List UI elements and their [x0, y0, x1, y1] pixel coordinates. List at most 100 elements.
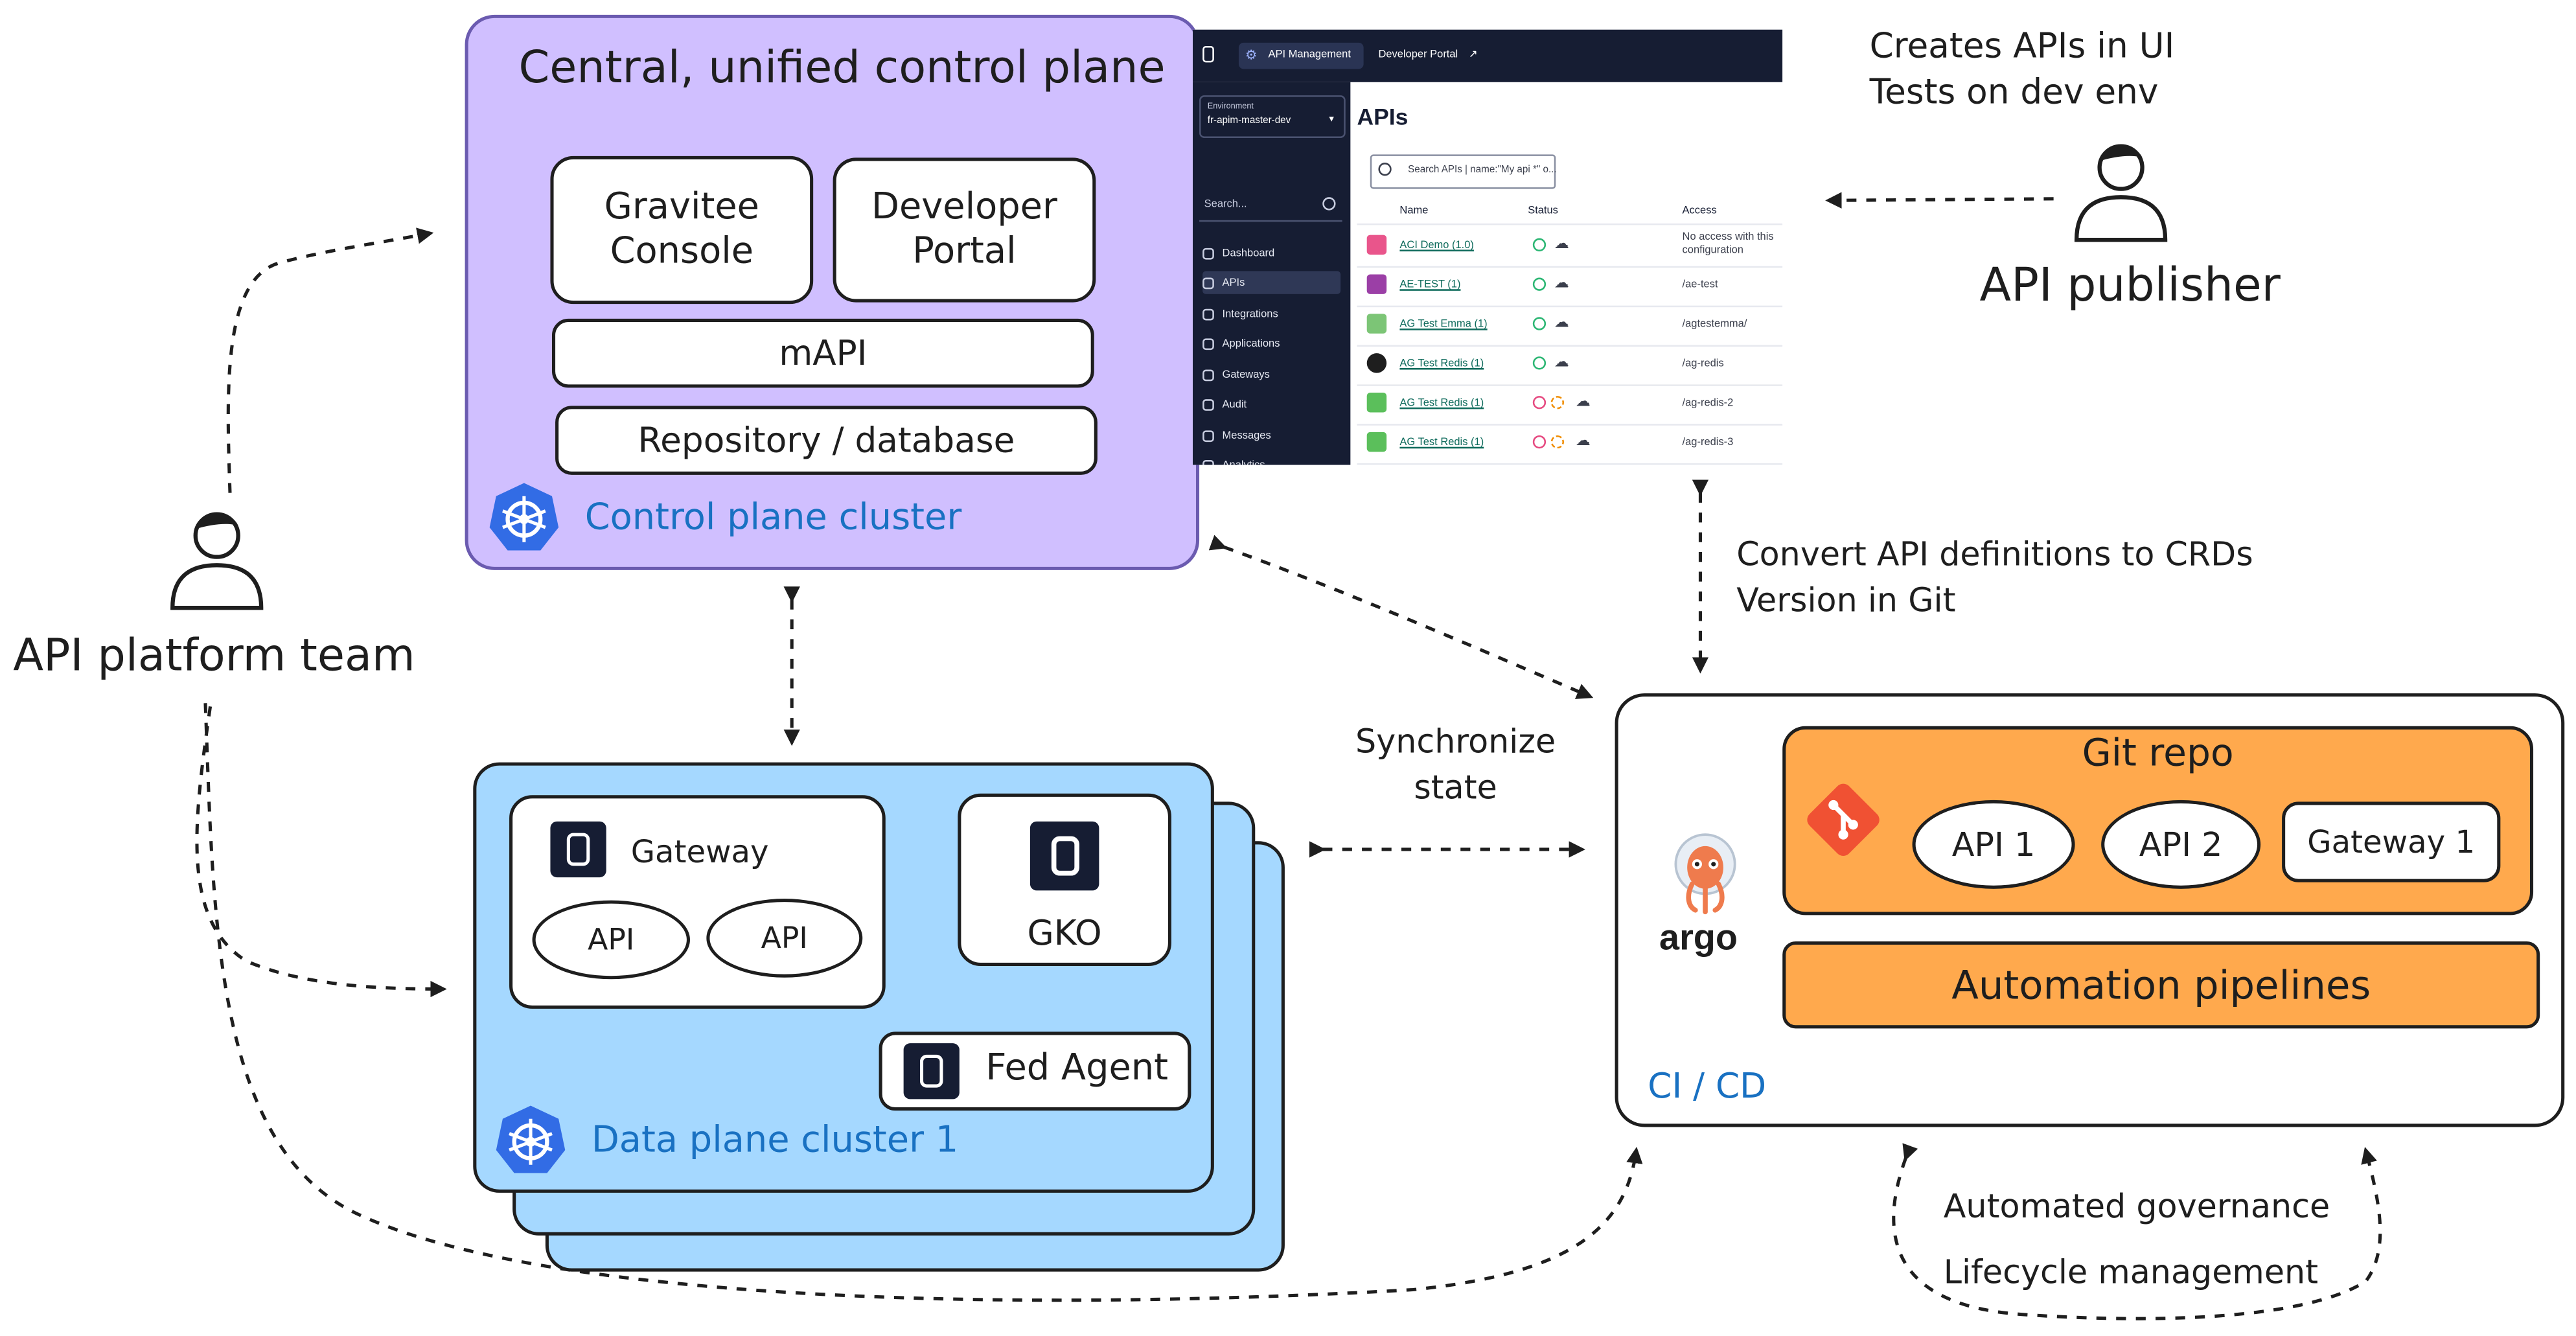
started-status-icon	[1532, 317, 1547, 330]
platform-team-label: API platform team	[13, 630, 415, 682]
home-icon	[1202, 247, 1214, 259]
sidebar-item-analytics[interactable]: Analytics	[1202, 454, 1340, 465]
sidebar-item-apis[interactable]: APIs	[1202, 271, 1341, 294]
apim-top-bar: ⚙ API Management Developer Portal ↗	[1192, 29, 1783, 82]
sidebar-item-label: Applications	[1222, 338, 1280, 349]
api-name-link[interactable]: AG Test Redis (1)	[1399, 437, 1484, 449]
api-search-field[interactable]: Search APIs | name:"My api *" o...	[1370, 154, 1557, 189]
api-logo-icon	[1366, 393, 1387, 413]
api-logo-icon	[1366, 353, 1387, 373]
external-link-icon: ↗	[1468, 49, 1478, 61]
governance-note: Automated governance Lifecycle managemen…	[1944, 1173, 2330, 1304]
argo-wordmark: argo	[1659, 916, 1738, 958]
gateway-icon	[1202, 369, 1214, 381]
convert-note-line-1: Convert API definitions to CRDs	[1736, 534, 2253, 573]
publisher-label: API publisher	[1979, 258, 2281, 312]
gko-label: GKO	[1027, 913, 1102, 953]
table-row[interactable]: ACI Demo (1.0)☁No access with this confi…	[1357, 227, 1783, 268]
publisher-note-line-1: Creates APIs in UI	[1869, 26, 2175, 66]
sidebar-item-label: APIs	[1222, 277, 1245, 289]
arrow-cp-cicd	[1208, 535, 1594, 699]
chart-icon	[1202, 459, 1214, 465]
sidebar-item-label: Messages	[1222, 430, 1271, 441]
publisher-note: Creates APIs in UI Tests on dev env	[1870, 23, 2175, 115]
api-search-input[interactable]: Search APIs | name:"My api *" o...	[1408, 166, 1557, 176]
table-row[interactable]: AG Test Emma (1)☁/agtestemma/	[1357, 306, 1783, 347]
started-status-icon	[1532, 277, 1547, 291]
sidebar-item-messages[interactable]: Messages	[1202, 424, 1340, 446]
cloud-icon	[1202, 277, 1214, 289]
mapi-box: mAPI	[551, 318, 1094, 388]
column-header-access: Access	[1682, 205, 1717, 217]
chevron-down-icon: ▼	[1327, 115, 1336, 125]
api-name-link[interactable]: AG Test Emma (1)	[1399, 318, 1488, 330]
started-status-icon	[1532, 238, 1547, 251]
git-api-2: API 2	[2101, 800, 2261, 889]
sidebar-item-label: Gateways	[1222, 369, 1270, 381]
sidebar-item-applications[interactable]: Applications	[1202, 332, 1340, 354]
sidebar-item-audit[interactable]: Audit	[1202, 393, 1340, 415]
api-access-path: /ag-redis-2	[1682, 397, 1734, 409]
table-row[interactable]: AG Test Redis (1) ☁ /ag-redis-3	[1357, 424, 1783, 465]
sync-icon	[1550, 396, 1564, 409]
api-name-link[interactable]: AE-TEST (1)	[1399, 279, 1461, 291]
api-name-link[interactable]: ACI Demo (1.0)	[1399, 240, 1474, 251]
developer-portal-line-2: Portal	[912, 231, 1017, 273]
page-title: APIs	[1357, 103, 1409, 130]
fed-agent-label: Fed Agent	[985, 1048, 1169, 1090]
automation-pipelines-box: Automation pipelines	[1782, 941, 2540, 1029]
convert-note: Convert API definitions to CRDs Version …	[1736, 531, 2253, 623]
table-row[interactable]: AG Test Redis (1) ☁ /ag-redis-2	[1357, 384, 1783, 426]
sidebar-item-label: Dashboard	[1222, 247, 1275, 259]
api-access-path: /agtestemma/	[1682, 318, 1747, 330]
apim-sidebar: Environment fr-apim-master-dev ▼ Search.…	[1192, 82, 1351, 465]
cloud-deploy-icon: ☁	[1575, 432, 1591, 449]
search-icon	[1322, 197, 1336, 211]
search-icon	[1378, 163, 1392, 176]
sidebar-search-input[interactable]: Search...	[1204, 198, 1247, 211]
api-logo-icon	[1366, 432, 1387, 452]
gravitee-logo-icon	[903, 1043, 960, 1100]
tab-developer-portal[interactable]: Developer Portal	[1378, 49, 1458, 61]
column-header-status: Status	[1528, 205, 1558, 217]
git-repo-title: Git repo	[2082, 732, 2234, 776]
sidebar-item-label: Integrations	[1222, 308, 1278, 320]
gravitee-logo-icon	[1202, 45, 1214, 63]
gravitee-console-line-2: Console	[610, 231, 754, 273]
control-plane-cluster-label: Control plane cluster	[584, 498, 962, 539]
sidebar-item-dashboard[interactable]: Dashboard	[1202, 242, 1340, 264]
gateway-label: Gateway	[630, 835, 769, 871]
api-access-path: No access with this configuration	[1682, 231, 1774, 257]
sidebar-item-integrations[interactable]: Integrations	[1202, 303, 1340, 325]
message-icon	[1202, 430, 1214, 441]
magnifier-icon	[1202, 398, 1214, 410]
sidebar-search[interactable]: Search...	[1199, 190, 1342, 222]
api-access-path: /ag-redis	[1682, 358, 1724, 370]
repository-box: Repository / database	[555, 406, 1098, 475]
tab-api-management-label: API Management	[1268, 49, 1351, 61]
api-name-link[interactable]: AG Test Redis (1)	[1399, 358, 1484, 370]
sync-note-line-1: Synchronize	[1355, 721, 1556, 761]
api-access-path: /ae-test	[1682, 279, 1718, 291]
gravitee-console-line-1: Gravitee	[604, 187, 760, 229]
arrow-team-to-cicd	[203, 703, 1643, 1302]
git-gateway-1: Gateway 1	[2282, 801, 2501, 882]
table-row[interactable]: AE-TEST (1)☁/ae-test	[1357, 266, 1783, 308]
tab-api-management[interactable]: ⚙ API Management	[1238, 42, 1364, 69]
governance-note-line-2: Lifecycle management	[1943, 1252, 2319, 1292]
apim-ui-screenshot: ⚙ API Management Developer Portal ↗ Envi…	[1192, 29, 1783, 465]
environment-select[interactable]: Environment fr-apim-master-dev ▼	[1199, 95, 1346, 138]
sync-icon	[1550, 435, 1564, 449]
sidebar-item-gateways[interactable]: Gateways	[1202, 363, 1340, 386]
arrow-publisher-to-ui	[1825, 192, 2054, 209]
table-row[interactable]: AG Test Redis (1)☁/ag-redis	[1357, 345, 1783, 386]
arrow-team-to-control-plane	[226, 227, 434, 493]
api-access-path: /ag-redis-3	[1682, 437, 1734, 449]
api-logo-icon	[1366, 314, 1387, 334]
arrow-team-to-data-plane	[195, 706, 447, 998]
api-name-link[interactable]: AG Test Redis (1)	[1399, 397, 1484, 409]
cube-icon	[1202, 308, 1214, 320]
cloud-deploy-icon: ☁	[1575, 393, 1591, 409]
kubernetes-icon	[496, 1105, 566, 1173]
